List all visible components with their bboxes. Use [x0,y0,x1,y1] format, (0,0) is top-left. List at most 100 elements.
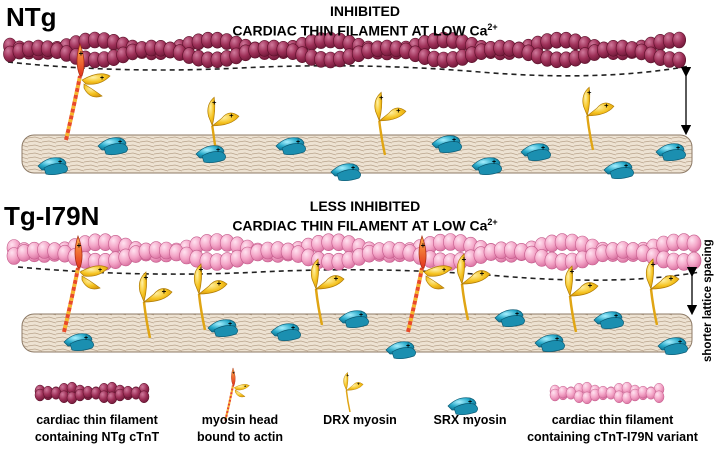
srx-myosin: + [603,161,634,180]
bound-myosin: ++ [62,234,109,333]
plus-icon: + [84,335,88,342]
plus-icon: + [452,137,456,144]
plus-icon: + [212,98,217,107]
actin-monomer [653,390,665,404]
drx-myosin: ++ [138,271,173,339]
plus-icon: + [58,159,62,166]
plus-icon: + [669,274,674,283]
plus-icon: + [144,273,149,282]
plus-icon: + [77,241,82,250]
srx-myosin: + [447,397,478,416]
tg-panel-label: Tg-I79N [4,201,100,231]
plus-icon: + [676,145,680,152]
legend-drx: DRX myosin [323,413,397,427]
legend-ntg-filament-icon [34,381,150,405]
srx-myosin: + [520,143,551,162]
drx-myosin: ++ [207,96,240,161]
srx-myosin: + [534,334,565,353]
bound-myosin: ++ [406,234,453,333]
plus-icon: + [555,336,559,343]
actin-monomer [138,390,150,404]
plus-icon: + [199,265,204,274]
plus-icon: + [98,267,102,274]
srx-myosin: + [655,143,686,162]
plus-icon: + [79,49,84,58]
srx-myosin: + [63,333,94,352]
srx-myosin: + [97,137,128,156]
plus-icon: + [587,88,592,97]
srx-myosin: + [338,310,369,329]
plus-icon: + [651,260,656,269]
plus-icon: + [232,371,235,376]
plus-icon: + [228,321,232,328]
plus-icon: + [229,111,234,120]
plus-icon: + [515,311,519,318]
plus-icon: + [480,269,485,278]
plus-icon: + [217,279,222,288]
tg-tropomyosin-line [17,266,701,281]
drx-myosin: ++ [193,263,228,331]
ntg-title-line2: CARDIAC THIN FILAMENT AT LOW Ca2+ [232,22,498,39]
plus-icon: + [216,147,220,154]
plus-icon: + [162,287,167,296]
legend-srx: SRX myosin [433,413,507,427]
lattice-spacing-label: shorter lattice spacing [702,239,714,362]
plus-icon: + [118,139,122,146]
ntg-tropomyosin-line [7,61,691,77]
plus-icon: + [346,374,349,379]
actin-monomer [672,31,687,49]
plus-icon: + [100,75,104,82]
plus-icon: + [379,93,384,102]
plus-icon: + [442,267,446,274]
plus-icon: + [316,260,321,269]
legend-tg-filament-icon [549,381,665,405]
bound-myosin: ++ [224,367,250,421]
drx-myosin: ++ [564,265,599,333]
tg-thin-filament [6,233,702,271]
plus-icon: + [604,101,609,110]
srx-myosin: + [270,323,301,342]
srx-myosin: + [207,319,238,338]
plus-icon: + [492,159,496,166]
drx-myosin: ++ [645,258,680,326]
srx-myosin: + [330,163,361,182]
plus-icon: + [396,106,401,115]
legend-myosin-icons: +++++ [224,367,478,421]
bound-myosin: ++ [64,42,111,141]
plus-icon: + [359,312,363,319]
plus-icon: + [588,281,593,290]
tg-title-line2: CARDIAC THIN FILAMENT AT LOW Ca2+ [232,217,498,234]
actin-monomer [672,51,687,69]
plus-icon: + [421,241,426,250]
plus-icon: + [351,165,355,172]
drx-myosin: ++ [374,91,407,156]
ntg-thin-filament [3,31,687,69]
drx-myosin: ++ [310,258,345,326]
plus-icon: + [296,139,300,146]
drx-myosin: ++ [582,86,615,151]
srx-myosin: + [494,309,525,328]
srx-myosin: + [37,157,68,176]
actin-monomer [686,234,702,253]
plus-icon: + [614,313,618,320]
actin-monomer [686,251,702,270]
srx-myosin: + [471,157,502,176]
plus-icon: + [678,339,682,346]
plus-icon: + [624,163,628,170]
plus-icon: + [244,385,247,389]
drx-myosin: ++ [343,371,364,413]
myosin-heads: ++++++++++++++++++++++++++++++++++++++++… [37,42,688,360]
tg-title-line1: LESS INHIBITED [309,198,421,214]
plus-icon: + [334,274,339,283]
plus-icon: + [357,383,360,388]
srx-myosin: + [657,337,688,356]
plus-icon: + [291,325,295,332]
plus-icon: + [462,255,467,264]
srx-myosin: + [385,341,416,360]
plus-icon: + [468,399,472,406]
srx-myosin: + [275,137,306,156]
drx-myosin: ++ [456,253,491,321]
